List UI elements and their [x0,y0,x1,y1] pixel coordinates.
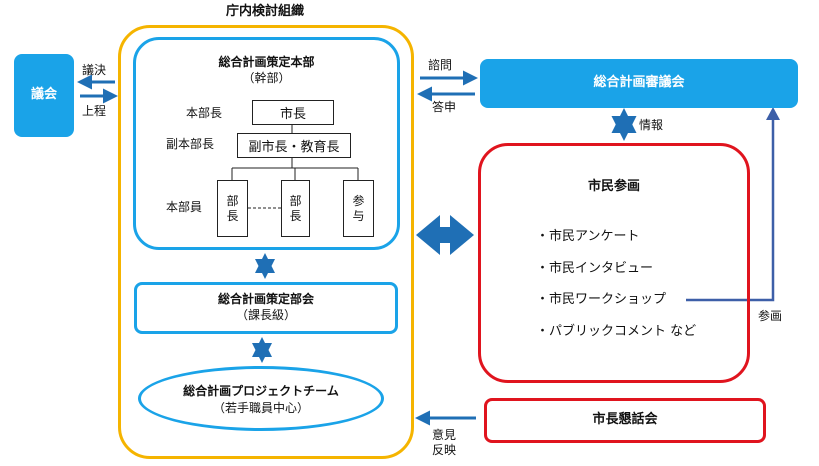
member-box-2: 部 長 [281,180,310,237]
participation-item-3: ・市民ワークショップ [536,292,667,307]
member-box-1: 部 長 [217,180,248,237]
member3-char2: 与 [352,208,365,223]
hq-subtitle: （幹部） [242,71,291,85]
org-container [118,25,414,459]
report-label: 答申 [432,100,457,114]
assembly-box [14,54,74,137]
opinion-label-line1: 意見 [432,428,457,442]
participation-item-4: ・パブリックコメント など [536,324,697,339]
committee-title: 総合計画策定部会 [217,292,314,306]
committee-box [134,282,398,334]
hq-box [133,37,400,250]
meeting-box [484,398,766,443]
team-subtitle: （若手職員中心） [212,401,309,415]
chief-label: 本部長 [186,106,223,120]
member2-char2: 長 [289,208,302,223]
chief-box: 市長 [252,100,334,125]
participation-item-1: ・市民アンケート [536,229,640,244]
from-assembly-label: 上程 [82,104,107,118]
chief-name: 市長 [279,107,306,122]
member-label: 本部員 [166,200,203,214]
member2-char1: 部 [289,193,302,208]
info-label: 情報 [639,118,664,132]
team-title: 総合計画プロジェクトチーム [183,384,339,398]
participation-box [478,143,750,383]
participation-item-2: ・市民インタビュー [536,261,654,276]
member1-char1: 部 [226,193,239,208]
vice-box: 副市長・教育長 [237,133,351,158]
participation-title: 市民参画 [587,179,640,194]
meeting-label: 市長懇話会 [592,412,658,427]
consult-label: 諮問 [428,58,453,72]
participate-arrow [686,107,780,302]
vice-label: 副本部長 [166,137,215,151]
member-box-3: 参 与 [343,180,374,237]
team-ellipse [138,366,384,431]
vice-name: 副市長・教育長 [248,140,340,155]
member1-char2: 長 [226,208,239,223]
org-participation-double-arrow [416,215,474,255]
council-box [480,59,798,108]
opinion-label-line2: 反映 [432,443,457,457]
org-chart-lines [231,125,359,209]
assembly-label: 議会 [30,87,57,102]
participate-label: 参画 [758,309,783,323]
member3-char1: 参 [352,193,365,208]
committee-subtitle: （課長級） [235,308,296,322]
hq-title: 総合計画策定本部 [218,55,315,69]
org-title: 庁内検討組織 [225,4,304,19]
to-assembly-label: 議決 [82,63,107,77]
council-label: 総合計画審議会 [593,75,685,90]
